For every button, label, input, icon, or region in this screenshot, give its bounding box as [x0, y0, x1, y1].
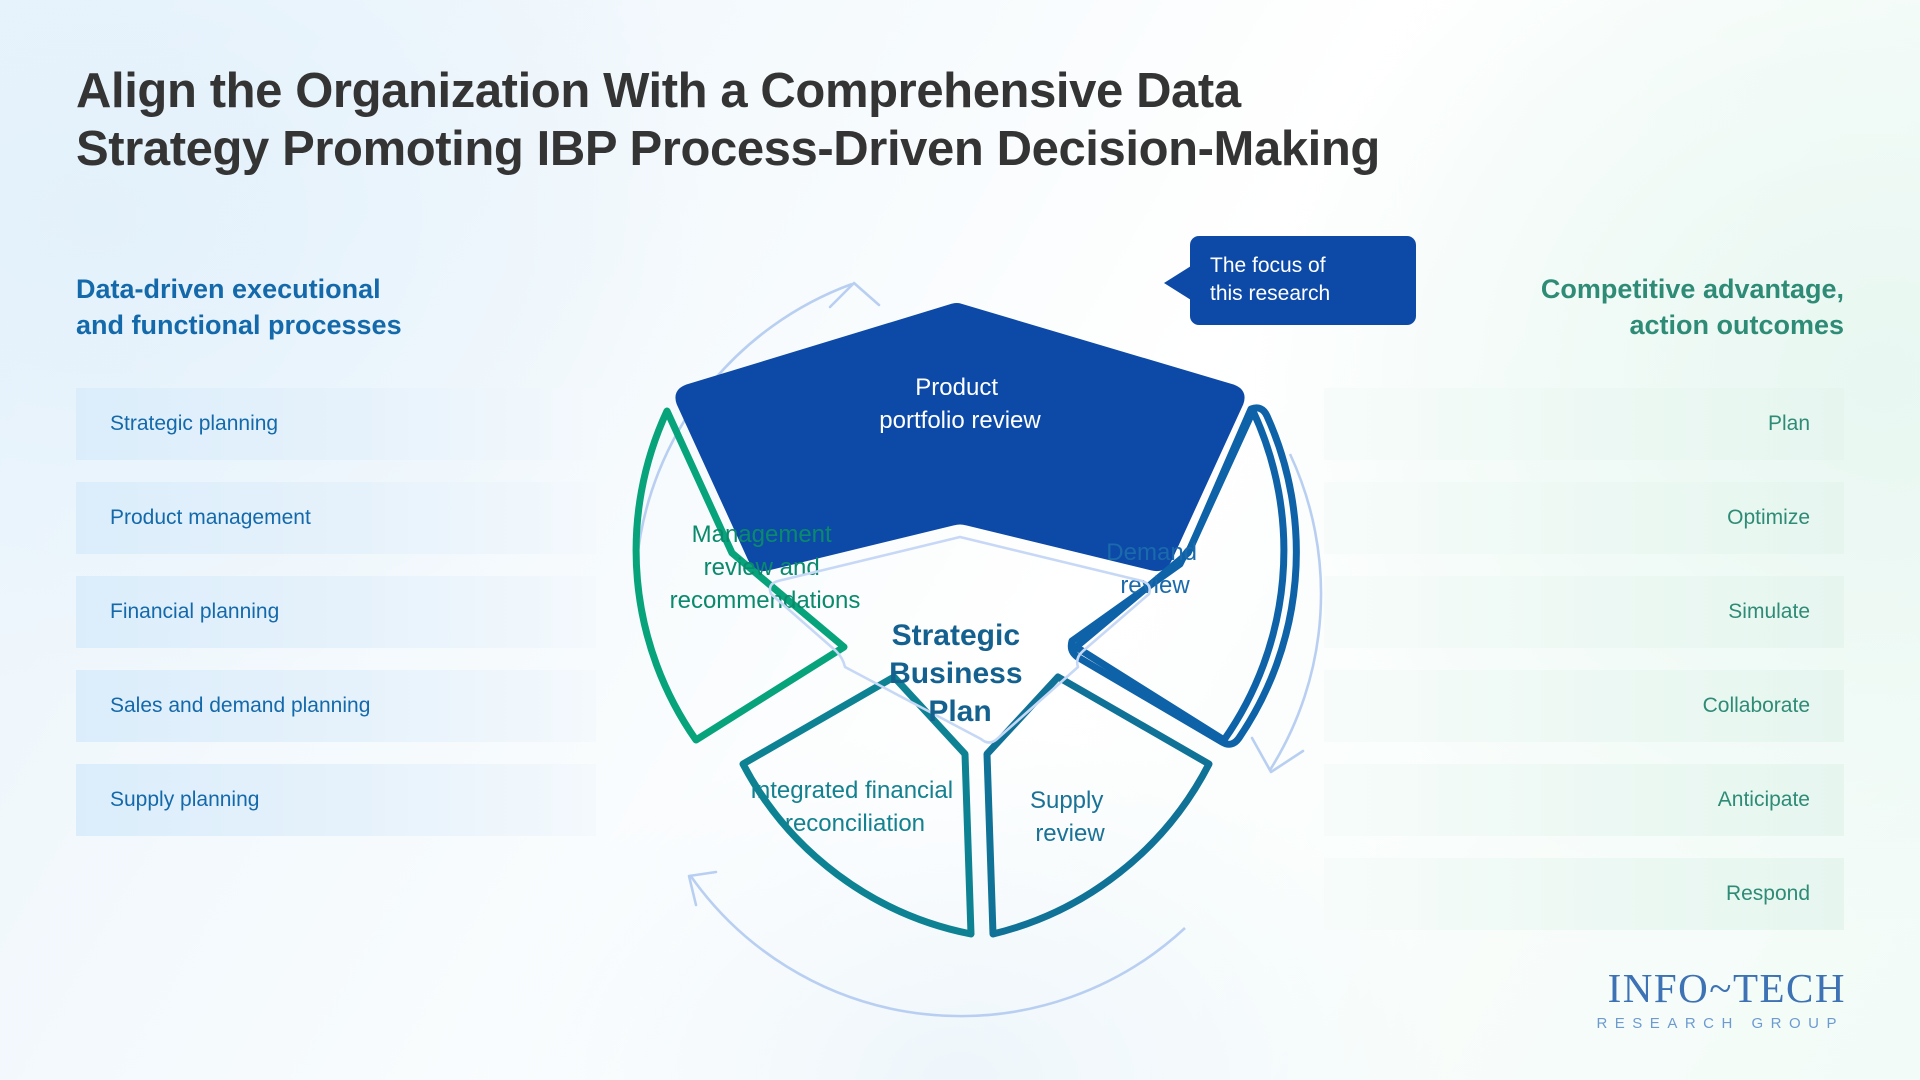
list-item: Collaborate	[1324, 670, 1844, 742]
list-item-label: Optimize	[1727, 506, 1810, 529]
segment-supply-review-label: Supply review	[1030, 787, 1110, 847]
segment-supply-review[interactable]: Supply review	[983, 673, 1213, 938]
list-item: Sales and demand planning	[76, 670, 596, 742]
list-item: Optimize	[1324, 482, 1844, 554]
left-column-header: Data-driven executional and functional p…	[76, 272, 496, 343]
list-item-label: Sales and demand planning	[110, 694, 371, 717]
right-column-header-line-2: action outcomes	[1629, 309, 1844, 340]
segment-demand-review-label: Demand review	[1106, 539, 1203, 599]
list-item-label: Plan	[1767, 412, 1810, 435]
left-process-list: Strategic planning Product management Fi…	[76, 388, 596, 858]
segment-demand-review-outline	[1072, 407, 1288, 744]
segment-management-review-and-recommendations[interactable]: Management review and recommendations	[632, 407, 861, 744]
segment-supply-review-shape[interactable]	[983, 673, 1213, 938]
wheel-center-shape	[768, 535, 1151, 744]
list-item-label: Financial planning	[110, 600, 280, 623]
focus-callout-line-1: The focus of	[1210, 254, 1326, 277]
list-item: Strategic planning	[76, 388, 596, 460]
right-column-header: Competitive advantage, action outcomes	[1424, 272, 1844, 343]
page-title-line-1: Align the Organization With a Comprehens…	[76, 64, 1241, 118]
list-item-label: Product management	[110, 506, 311, 529]
left-column-header-line-2: and functional processes	[76, 309, 402, 340]
list-item: Respond	[1324, 858, 1844, 930]
segment-demand-review[interactable]: Demand review	[1067, 404, 1300, 748]
page-title-line-2: Strategy Promoting IBP Process-Driven De…	[76, 122, 1380, 177]
info-tech-logo: INFO~TECH RESEARCH GROUP	[1596, 964, 1846, 1032]
list-item: Plan	[1324, 388, 1844, 460]
list-item-label: Simulate	[1728, 600, 1810, 623]
list-item-label: Collaborate	[1702, 694, 1810, 717]
right-column-header-line-1: Competitive advantage,	[1540, 274, 1844, 304]
cycle-arrow-heads	[687, 281, 1305, 907]
list-item-label: Respond	[1725, 882, 1810, 905]
segment-product-portfolio-review-shape[interactable]	[675, 303, 1245, 572]
list-item: Simulate	[1324, 576, 1844, 648]
logo-tagline: RESEARCH GROUP	[1596, 1015, 1844, 1032]
ibp-cycle-diagram: Product portfolio review Demand review S…	[530, 215, 1390, 1045]
right-outcome-list: Plan Optimize Simulate Collaborate Antic…	[1324, 388, 1844, 952]
list-item: Supply planning	[76, 764, 596, 836]
focus-callout-line-2: this research	[1210, 281, 1331, 305]
list-item-label: Supply planning	[110, 788, 260, 811]
list-item: Product management	[76, 482, 596, 554]
segment-integrated-financial-reconciliation-shape[interactable]	[739, 673, 975, 938]
segment-product-portfolio-review-label: Product portfolio review	[879, 374, 1041, 434]
segment-integrated-financial-reconciliation[interactable]: Integrated financial reconciliation	[739, 673, 975, 938]
wheel-center: Strategic Business Plan	[768, 535, 1151, 744]
list-item-label: Anticipate	[1717, 788, 1810, 811]
segment-product-portfolio-review[interactable]: Product portfolio review	[675, 303, 1245, 572]
wheel-center-label: Strategic Business Plan	[889, 619, 1031, 728]
segment-management-review-and-recommendations-shape[interactable]	[632, 407, 848, 744]
left-column-header-line-1: Data-driven executional	[76, 274, 381, 304]
page-title: Align the Organization With a Comprehens…	[76, 62, 1876, 179]
segment-management-review-and-recommendations-label: Management review and recommendations	[670, 521, 861, 614]
logo-name: INFO~TECH	[1607, 965, 1846, 1011]
focus-callout: The focus of this research	[1164, 236, 1416, 326]
segment-integrated-financial-reconciliation-label: Integrated financial reconciliation	[750, 777, 959, 837]
list-item: Anticipate	[1324, 764, 1844, 836]
list-item-label: Strategic planning	[110, 412, 279, 435]
list-item: Financial planning	[76, 576, 596, 648]
